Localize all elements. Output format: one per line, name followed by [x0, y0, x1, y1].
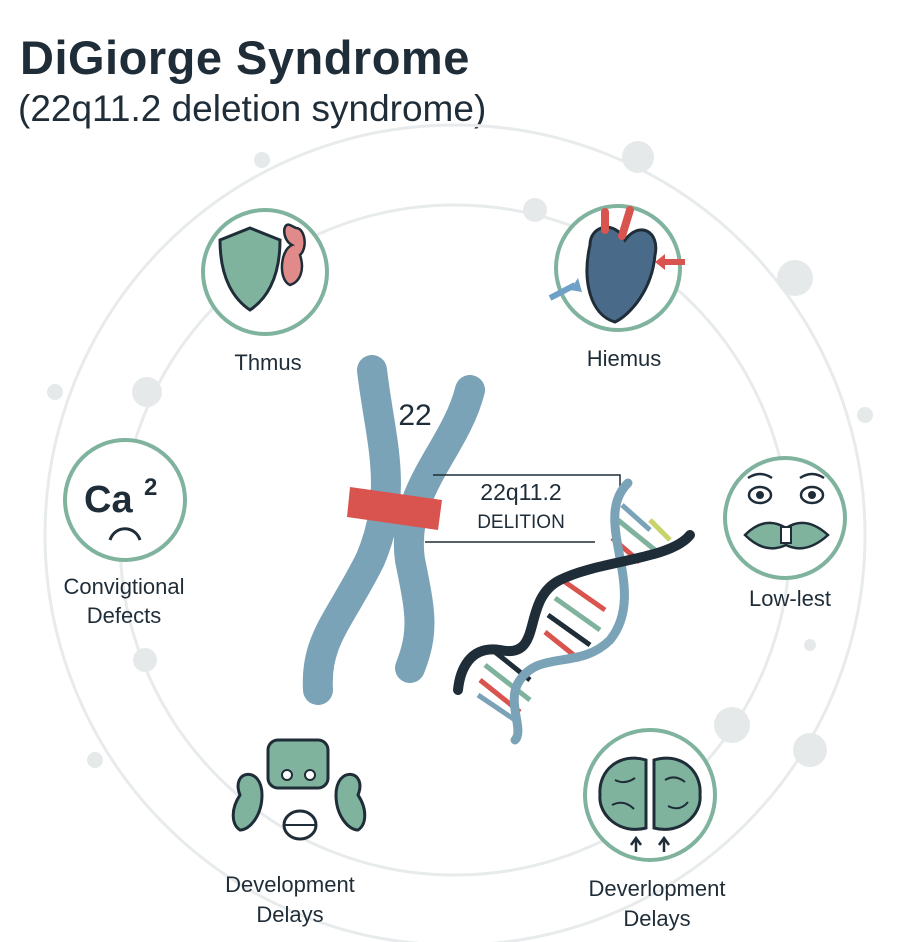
artery-icon: [601, 206, 634, 240]
heart-label: Hiemus: [587, 346, 662, 371]
arrow-in-icon: [548, 278, 582, 301]
ears-face-icon: [231, 738, 367, 841]
feature-face: Low-lest: [723, 456, 847, 611]
calcium-symbol: Ca: [84, 479, 133, 521]
dna-helix-icon: [453, 478, 695, 745]
calcium-label-line1: Convigtional: [63, 574, 184, 599]
heart-icon: [585, 225, 658, 324]
frown-icon: [108, 527, 142, 541]
page-subtitle: (22q11.2 deletion syndrome): [18, 88, 487, 129]
brain-label-line2: Delays: [623, 906, 690, 931]
feature-calcium: Ca 2 Convigtional Defects: [63, 438, 187, 628]
thymus-label: Thmus: [234, 350, 301, 375]
up-arrows-icon: [629, 835, 671, 852]
shield-icon: [218, 226, 282, 312]
chromosome-number: 22: [398, 399, 431, 432]
callout-deletion: DELITION: [477, 512, 565, 533]
brain-label-line1: Deverlopment: [589, 876, 726, 901]
arrow-out-icon: [655, 254, 685, 270]
feature-ears: Development Delays: [225, 738, 367, 927]
ring-dots: [47, 141, 873, 768]
callout-locus: 22q11.2: [480, 479, 561, 505]
feature-brain: Deverlopment Delays: [583, 728, 726, 931]
calcium-charge: 2: [144, 474, 157, 501]
face-label: Low-lest: [749, 586, 831, 611]
brain-icon: [598, 756, 702, 831]
feature-thymus: Thmus: [201, 208, 329, 375]
page-title: DiGiorge Syndrome: [20, 31, 470, 84]
thymus-icon: [280, 223, 306, 287]
deletion-band: [347, 487, 442, 530]
feature-heart: Hiemus: [548, 204, 685, 371]
ears-label-line2: Delays: [256, 902, 323, 927]
calcium-label-line2: Defects: [87, 603, 162, 628]
ears-label-line1: Development: [225, 872, 355, 897]
face-icon: [743, 472, 830, 550]
chromosome-22: [302, 355, 485, 705]
